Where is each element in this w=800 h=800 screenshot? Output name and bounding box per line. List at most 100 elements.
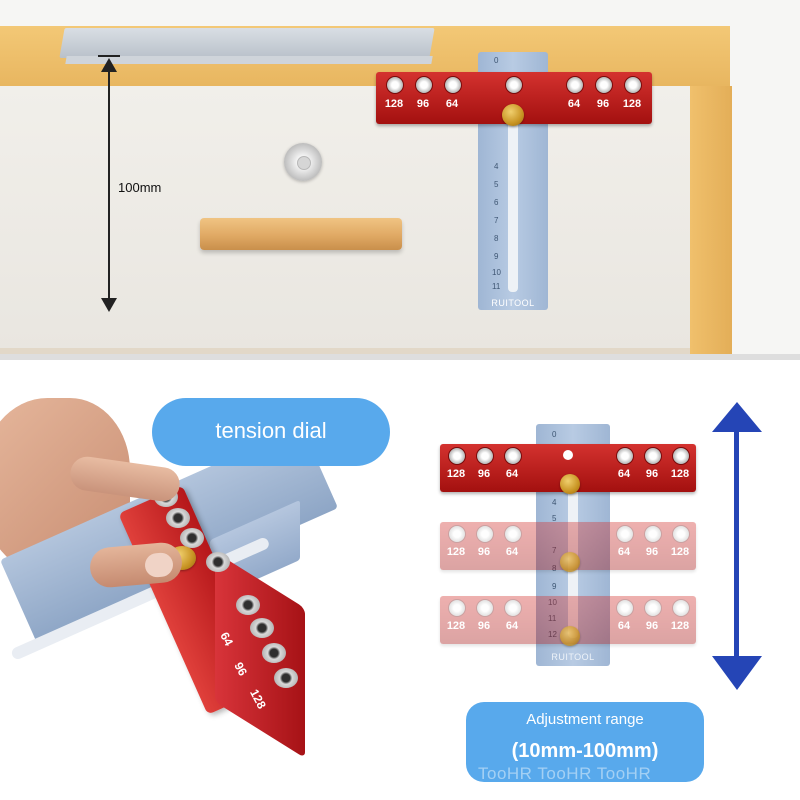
drill-hole <box>644 599 662 617</box>
ruler-number: 6 <box>494 198 499 207</box>
drawer-handle <box>200 218 402 250</box>
drill-hole <box>672 525 690 543</box>
tension-dial-label: tension dial <box>215 418 327 443</box>
tension-dial-knob <box>502 104 524 126</box>
tension-dial-knob <box>560 626 580 646</box>
spacing-label: 96 <box>596 98 610 110</box>
drill-hole <box>595 76 613 94</box>
drill-hole <box>504 447 522 465</box>
ruler-number: 9 <box>494 252 499 261</box>
spacing-label: 128 <box>446 468 466 480</box>
brand-label: RUITOOL <box>491 298 535 308</box>
spacing-label: 128 <box>622 98 642 110</box>
dimension-tick <box>98 55 120 57</box>
ruler-number: 8 <box>552 564 557 573</box>
spacing-label: 96 <box>416 98 430 110</box>
ruler-number: 7 <box>494 216 499 225</box>
drill-hole <box>386 76 404 94</box>
adjustment-arrow-line <box>734 424 739 664</box>
tension-dial-knob <box>560 552 580 572</box>
spacing-label: 96 <box>477 468 491 480</box>
floor <box>0 354 800 360</box>
spacing-label: 96 <box>477 546 491 558</box>
drill-hole <box>415 76 433 94</box>
spacing-label: 96 <box>645 620 659 632</box>
ruler-number: 10 <box>492 268 501 277</box>
drill-hole <box>448 447 466 465</box>
dimension-label: 100mm <box>118 180 162 195</box>
spacing-label: 64 <box>445 98 459 110</box>
drill-hole <box>644 447 662 465</box>
spacing-label: 64 <box>505 620 519 632</box>
spacing-label: 64 <box>567 98 581 110</box>
ruler-number: 5 <box>494 180 499 189</box>
drill-hole <box>476 525 494 543</box>
drawer-gap <box>0 348 690 356</box>
drill-hole <box>236 595 260 615</box>
drill-hole <box>616 525 634 543</box>
drill-hole <box>448 599 466 617</box>
dimension-line <box>108 62 110 310</box>
drill-hole <box>672 599 690 617</box>
drill-hole <box>250 618 274 638</box>
drill-hole <box>672 447 690 465</box>
adjustment-range-title: Adjustment range <box>526 711 644 728</box>
book <box>59 28 435 58</box>
tension-dial-knob <box>560 474 580 494</box>
ruler-number: 12 <box>548 630 557 639</box>
drawer-knob <box>284 143 322 181</box>
spacing-label: 128 <box>670 546 690 558</box>
spacing-label: 64 <box>617 546 631 558</box>
spacing-label: 128 <box>670 620 690 632</box>
drill-hole <box>566 76 584 94</box>
spacing-label: 128 <box>446 546 466 558</box>
adjustment-range-callout <box>466 702 704 782</box>
drill-hole <box>644 525 662 543</box>
tension-dial-callout <box>152 398 390 466</box>
cabinet-side <box>690 86 732 354</box>
ruler-slot <box>508 92 518 292</box>
drill-hole <box>476 599 494 617</box>
dimension-arrow-down-icon <box>101 298 117 312</box>
ruler-number: 11 <box>548 614 557 623</box>
spacing-label: 128 <box>446 620 466 632</box>
drill-hole <box>624 76 642 94</box>
ruler-number: 9 <box>552 582 557 591</box>
book-spine <box>65 56 433 64</box>
drill-hole <box>206 552 230 572</box>
brand-label: RUITOOL <box>551 652 595 662</box>
ruler-number: 0 <box>494 56 499 65</box>
spacing-label: 96 <box>645 546 659 558</box>
spacing-label: 96 <box>645 468 659 480</box>
ruler-number: 7 <box>552 546 557 555</box>
spacing-label: 128 <box>670 468 690 480</box>
spacing-label: 64 <box>617 620 631 632</box>
drill-hole <box>274 668 298 688</box>
spacing-label: 64 <box>505 546 519 558</box>
drill-hole <box>262 643 286 663</box>
center-hole-icon <box>563 450 573 460</box>
top-scene-photo: 100mm 0 4 5 6 7 8 9 10 11 RUITOOL 128 96… <box>0 0 800 360</box>
ruler-number: 5 <box>552 514 557 523</box>
drill-hole <box>180 528 204 548</box>
ruler-number: 4 <box>552 498 557 507</box>
ruler-number: 0 <box>552 430 557 439</box>
drill-hole <box>616 447 634 465</box>
watermark: TooHR TooHR TooHR <box>478 764 652 783</box>
center-hole <box>505 76 523 94</box>
spacing-label: 96 <box>477 620 491 632</box>
dimension-arrow-up-icon <box>101 58 117 72</box>
drill-hole <box>444 76 462 94</box>
handheld-tool-bar-lower <box>215 551 305 759</box>
ruler-number: 4 <box>494 162 499 171</box>
spacing-label: 64 <box>617 468 631 480</box>
drill-hole <box>476 447 494 465</box>
ruler-number: 8 <box>494 234 499 243</box>
spacing-label: 64 <box>505 468 519 480</box>
ruler-number: 11 <box>492 282 501 291</box>
drill-hole <box>504 599 522 617</box>
drill-hole <box>616 599 634 617</box>
drill-hole <box>504 525 522 543</box>
ruler-number: 10 <box>548 598 557 607</box>
arrow-down-icon <box>712 656 762 690</box>
